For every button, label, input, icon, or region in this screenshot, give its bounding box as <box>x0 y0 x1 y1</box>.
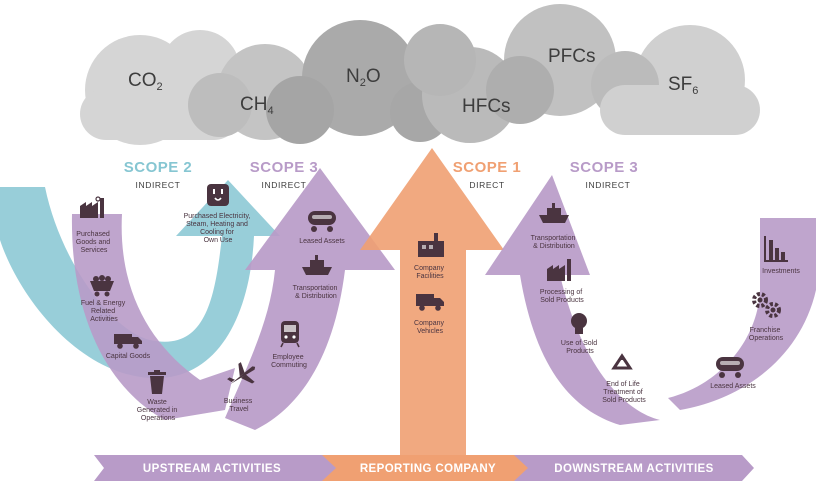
gas-labels: CO2 CH4 N2O HFCs PFCs SF6 <box>128 46 698 117</box>
factory-icon <box>547 259 571 281</box>
factory-icon <box>80 196 104 218</box>
tanker-icon <box>716 357 744 378</box>
gas-hfcs: HFCs <box>462 96 511 117</box>
gas-cloud-bank <box>80 4 760 145</box>
scope2-item-labels: Purchased Electricity, Steam, Heating an… <box>184 213 253 244</box>
bar-chart-icon <box>764 236 788 262</box>
scope3-down-item-label: Use of Sold Products <box>561 340 599 355</box>
scope3-up-item-label: Leased Assets <box>299 238 345 245</box>
truck-icon <box>114 334 142 349</box>
tanker-icon <box>308 211 336 232</box>
upstream-item-label: Fuel & Energy Related Activities <box>81 300 127 323</box>
scope3-up-item-label: Employee Commuting <box>271 354 307 369</box>
scope1-item-label: Company Vehicles <box>414 320 446 335</box>
upstream-item-label: Purchased Goods and Services <box>76 231 112 254</box>
scope3-down-item-label: End of Life Treatment of Sold Products <box>602 381 646 404</box>
scope1-item-labels: Company Facilities Company Vehicles <box>414 265 446 335</box>
scope3-up-title: SCOPE 3 <box>250 159 319 176</box>
scope2-title: SCOPE 2 <box>124 159 193 176</box>
downstream-item-label: Leased Assets <box>710 383 756 390</box>
gas-co2: CO2 <box>128 70 163 93</box>
facility-icon <box>418 233 444 257</box>
gas-n2o: N2O <box>346 66 381 89</box>
airplane-icon <box>227 362 256 385</box>
scope3-up-item-label: Business Travel <box>224 398 254 413</box>
scope2-arrow <box>0 180 280 379</box>
activity-band: UPSTREAM ACTIVITIES REPORTING COMPANY DO… <box>94 455 754 481</box>
scope2-item-label: Purchased Electricity, Steam, Heating an… <box>184 213 253 244</box>
gas-ch4: CH4 <box>240 94 274 117</box>
band-downstream <box>514 455 754 481</box>
ship-icon <box>302 255 332 275</box>
scope3-down-arrow <box>485 175 660 425</box>
scope2-subtitle: INDIRECT <box>136 180 181 190</box>
train-icon <box>280 321 300 348</box>
upstream-item-label: Capital Goods <box>106 353 151 360</box>
downstream-item-labels: Investments Franchise Operations Leased … <box>710 268 800 390</box>
band-reporting <box>322 455 532 481</box>
trash-can-icon <box>148 370 166 394</box>
downstream-arrow <box>668 218 816 410</box>
scope3-up-subtitle: INDIRECT <box>262 180 307 190</box>
band-upstream <box>94 455 340 481</box>
recycle-icon <box>611 353 633 370</box>
gears-icon <box>752 292 781 318</box>
coal-cart-icon <box>90 275 114 297</box>
scope3-up-arrow <box>225 168 395 430</box>
scope3-upstream-arrow <box>71 214 235 420</box>
upstream-item-labels: Purchased Goods and Services Fuel & Ener… <box>76 231 179 422</box>
scope3-up-item-label: Transportation & Distribution <box>293 285 340 300</box>
ship-icon <box>539 203 569 223</box>
band-upstream-label: UPSTREAM ACTIVITIES <box>143 463 281 475</box>
downstream-item-label: Investments <box>762 268 800 275</box>
scope1-subtitle: DIRECT <box>469 180 504 190</box>
band-reporting-label: REPORTING COMPANY <box>360 463 496 475</box>
scope1-item-label: Company Facilities <box>414 265 446 280</box>
scope1-title: SCOPE 1 <box>453 159 522 176</box>
company-vehicle-icon <box>416 294 444 311</box>
scope3-down-item-label: Processing of Sold Products <box>540 289 584 304</box>
scope3-down-item-label: Transportation & Distribution <box>531 235 578 250</box>
upstream-item-label: Waste Generated in Operations <box>137 399 179 422</box>
scope3-down-subtitle: INDIRECT <box>586 180 631 190</box>
downstream-item-label: Franchise Operations <box>749 327 784 342</box>
power-outlet-icon <box>207 184 229 206</box>
scope3-down-title: SCOPE 3 <box>570 159 639 176</box>
scope-headers: SCOPE 2 INDIRECT SCOPE 3 INDIRECT SCOPE … <box>124 159 639 190</box>
lightbulb-icon <box>571 313 587 334</box>
scope3-up-item-labels: Leased Assets Transportation & Distribut… <box>224 238 345 413</box>
scope3-down-item-labels: Transportation & Distribution Processing… <box>531 235 647 404</box>
band-downstream-label: DOWNSTREAM ACTIVITIES <box>554 463 713 475</box>
gas-sf6: SF6 <box>668 74 698 97</box>
gas-pfcs: PFCs <box>548 46 596 67</box>
